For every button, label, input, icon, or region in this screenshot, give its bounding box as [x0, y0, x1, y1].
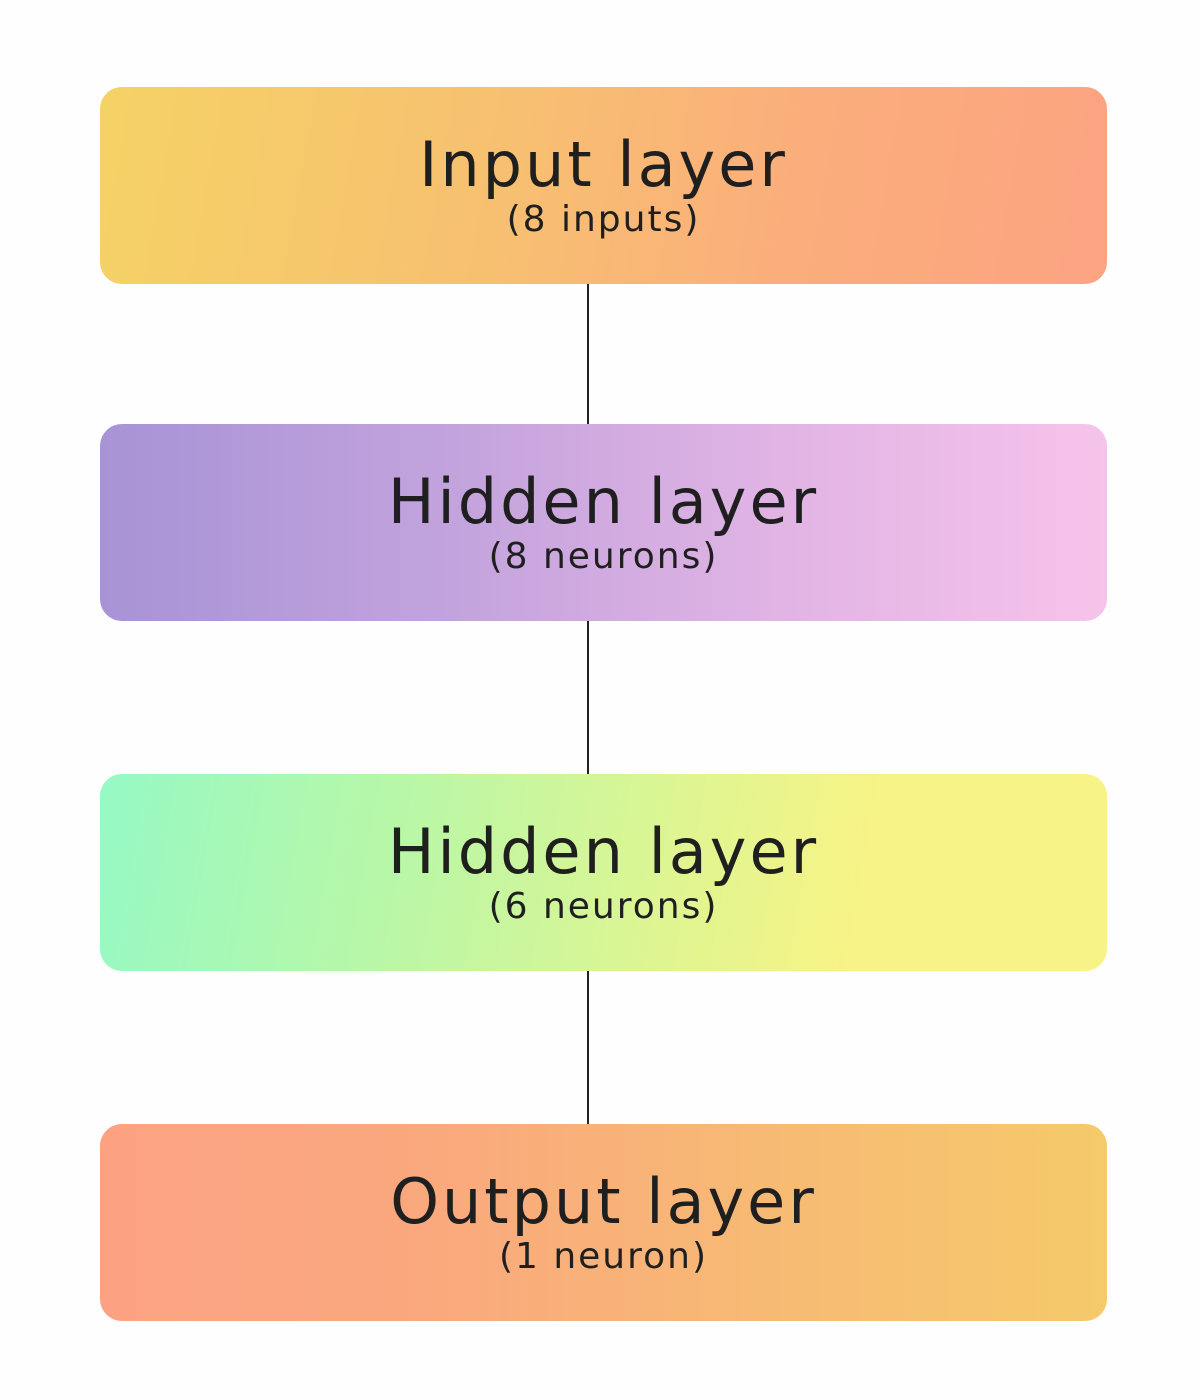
hidden-layer-1-box: Hidden layer (8 neurons) [100, 424, 1107, 621]
connector-hidden1-hidden2 [587, 621, 589, 774]
layer-subtitle: (6 neurons) [488, 885, 719, 927]
layer-subtitle: (1 neuron) [498, 1235, 709, 1277]
layer-title: Hidden layer [387, 464, 820, 538]
layer-title: Input layer [419, 127, 788, 201]
connector-input-hidden1 [587, 284, 589, 424]
input-layer-box: Input layer (8 inputs) [100, 87, 1107, 284]
connector-hidden2-output [587, 971, 589, 1124]
layer-subtitle: (8 neurons) [488, 535, 719, 577]
output-layer-box: Output layer (1 neuron) [100, 1124, 1107, 1321]
hidden-layer-2-box: Hidden layer (6 neurons) [100, 774, 1107, 971]
layer-subtitle: (8 inputs) [506, 198, 701, 240]
layer-title: Output layer [390, 1164, 817, 1238]
layer-title: Hidden layer [387, 814, 820, 888]
